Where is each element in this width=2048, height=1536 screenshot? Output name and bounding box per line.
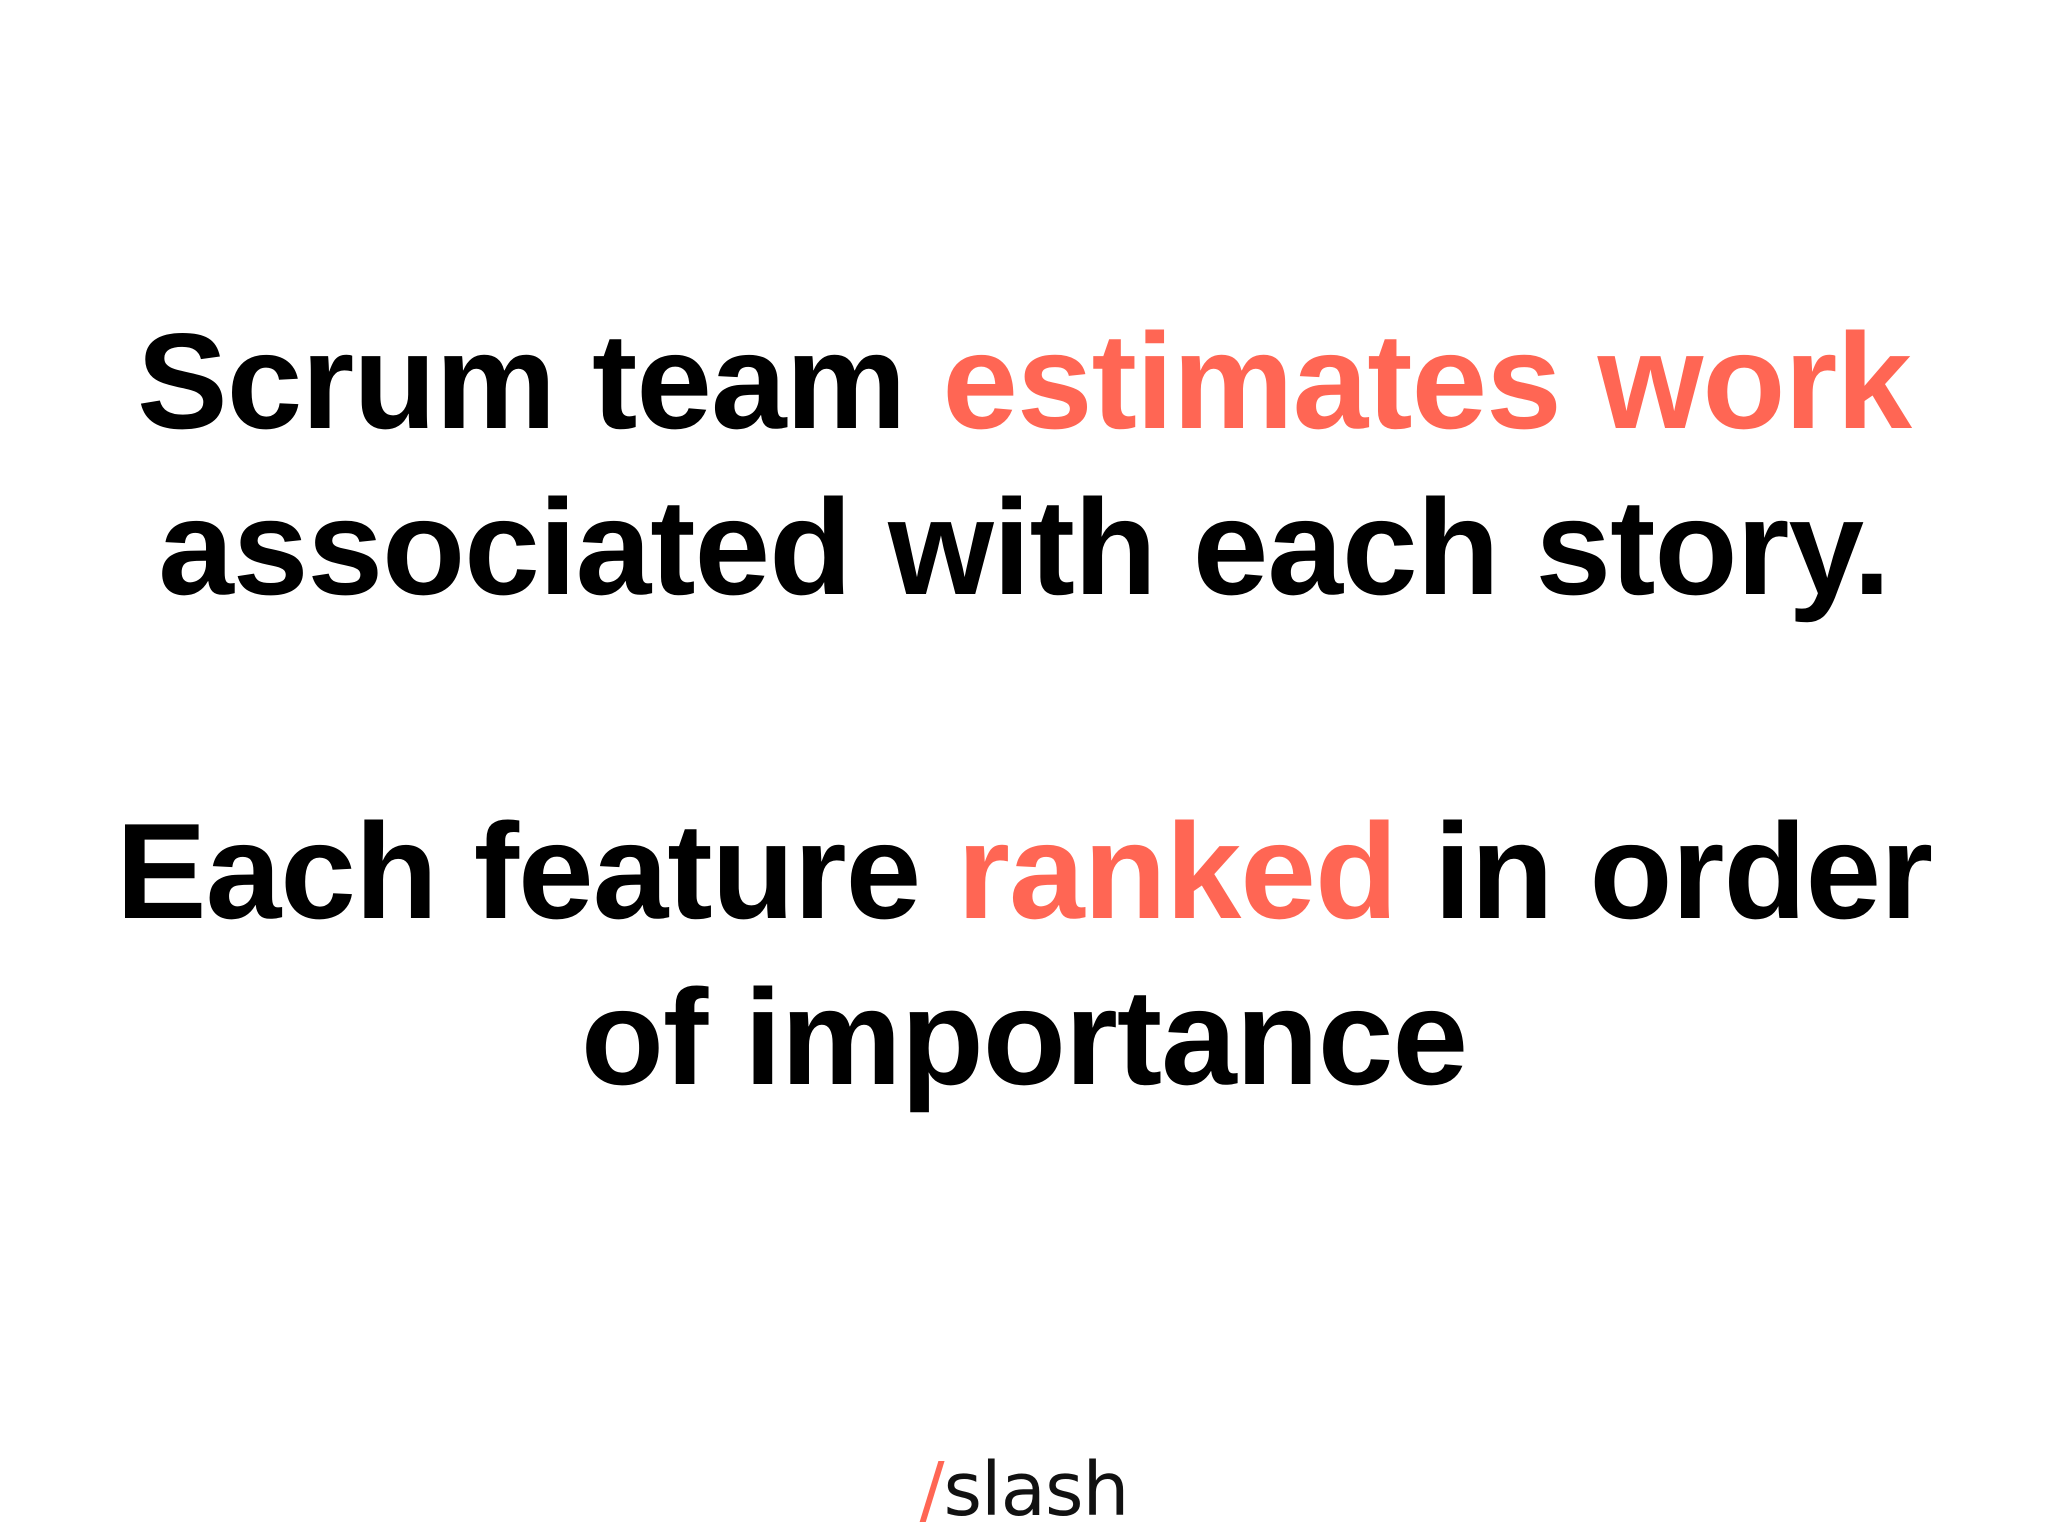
statement-ranked-line-1: Each feature ranked in order — [0, 788, 2048, 954]
statement-estimates: Scrum team estimates work associated wit… — [0, 298, 2048, 630]
statement-estimates-line-1: Scrum team estimates work — [0, 298, 2048, 464]
logo-slash-mark: / — [919, 1447, 945, 1533]
statement-ranked: Each feature ranked in order of importan… — [0, 788, 2048, 1120]
logo-wordmark: slash — [943, 1447, 1130, 1533]
statement-estimates-plain-text: Scrum team — [136, 305, 943, 457]
slash-logo: /slash — [0, 1445, 2048, 1535]
statement-estimates-highlight: estimates work — [942, 305, 1912, 457]
statement-ranked-after-text: in order — [1397, 795, 1933, 947]
statement-ranked-line-2: of importance — [580, 961, 1468, 1113]
statement-ranked-highlight: ranked — [957, 795, 1398, 947]
statement-estimates-line-2: associated with each story. — [158, 471, 1891, 623]
statement-ranked-before-text: Each feature — [115, 795, 958, 947]
